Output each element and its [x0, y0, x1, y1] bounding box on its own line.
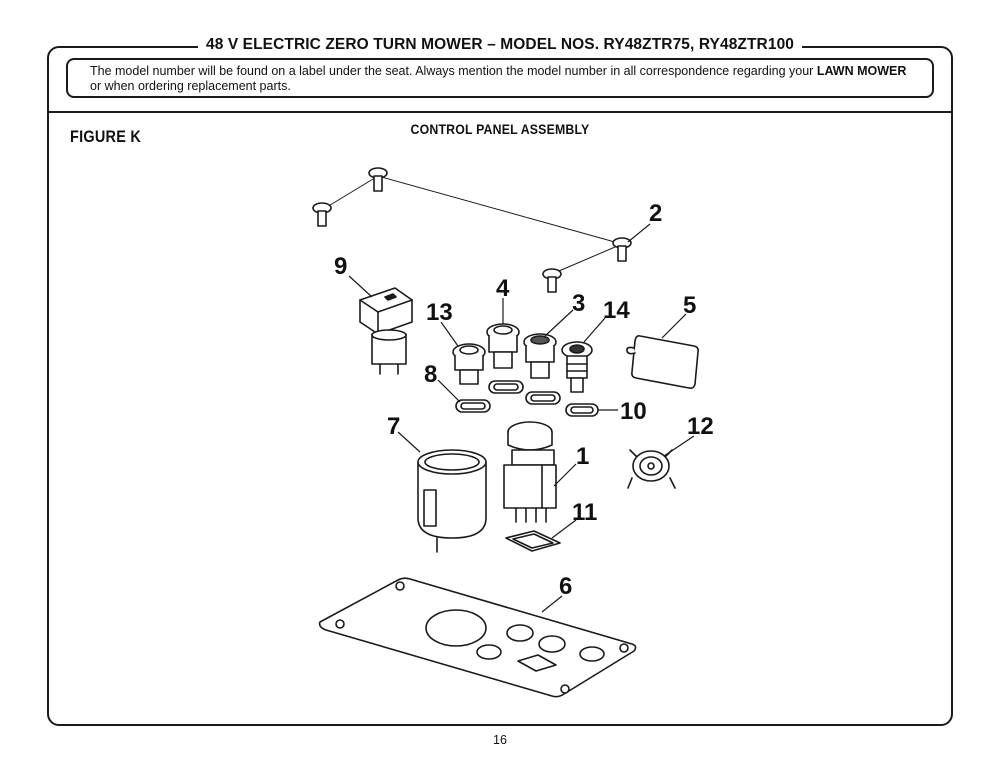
part-10-gasket: [565, 403, 599, 417]
screw-4: [542, 268, 562, 293]
callout-7: 7: [387, 413, 400, 440]
part-5-decal: [626, 335, 699, 389]
callout-14: 14: [603, 297, 630, 324]
part-12-outlet: [627, 449, 676, 489]
callout-6: 6: [559, 573, 572, 600]
notice-text-2: or when ordering replacement parts.: [90, 79, 291, 93]
part-7-gauge: [417, 449, 487, 553]
screw-3: [612, 237, 632, 262]
callout-2: 2: [649, 200, 662, 227]
callout-12: 12: [687, 413, 714, 440]
screw-1: [368, 167, 388, 192]
callout-13: 13: [426, 299, 453, 326]
leader-lines: [348, 223, 695, 613]
callout-9: 9: [334, 253, 347, 280]
page-title: 48 V ELECTRIC ZERO TURN MOWER – MODEL NO…: [197, 36, 803, 53]
part-11-gasket: [505, 530, 561, 552]
notice-bold: LAWN MOWER: [816, 64, 907, 78]
screw-2: [312, 202, 332, 227]
callout-3: 3: [572, 290, 585, 317]
callout-4: 4: [496, 275, 510, 302]
assembly-title: CONTROL PANEL ASSEMBLY: [410, 121, 590, 137]
callout-1: 1: [576, 443, 589, 470]
header-divider: [48, 111, 952, 113]
part-8-gaskets: [455, 380, 561, 413]
part-9-charger: [359, 287, 413, 375]
part-3-switch: [523, 333, 557, 379]
callout-8: 8: [424, 361, 437, 388]
model-notice: The model number will be found on a labe…: [66, 58, 934, 98]
page-title-wrap: 48 V ELECTRIC ZERO TURN MOWER – MODEL NO…: [0, 36, 1000, 54]
figure-label: FIGURE K: [70, 127, 142, 146]
page-number: 16: [493, 733, 507, 747]
callout-10: 10: [620, 398, 647, 425]
screw-parts-2: [312, 167, 632, 293]
part-6-panel-plate: [318, 577, 637, 698]
part-13-switch: [452, 343, 486, 385]
notice-text-1: The model number will be found on a labe…: [90, 64, 817, 78]
part-1-button: [503, 421, 557, 523]
part-4-switch: [486, 323, 520, 369]
callout-11: 11: [572, 499, 597, 526]
part-14-keyswitch: [561, 341, 593, 393]
callout-5: 5: [683, 292, 696, 319]
